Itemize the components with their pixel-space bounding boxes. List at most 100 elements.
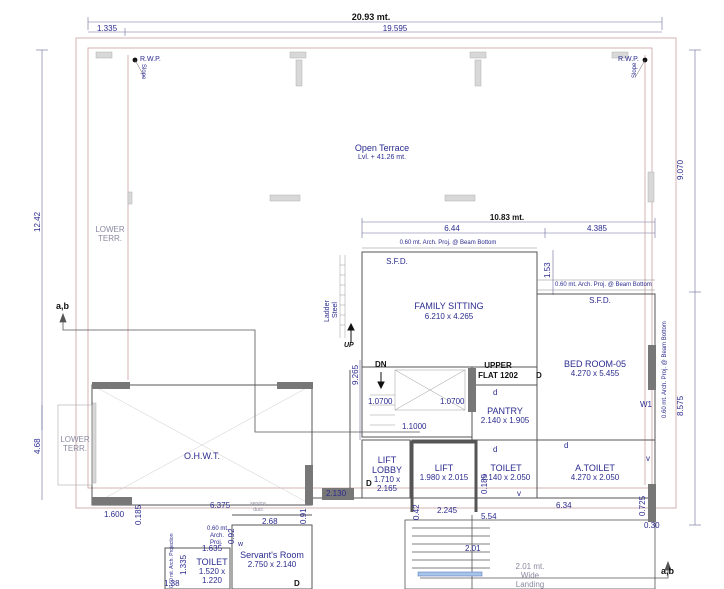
stair-dim-3: 1.1000: [402, 422, 427, 431]
dim-0185a: 0.185: [134, 504, 143, 525]
servant-room-label: Servant's Room: [240, 550, 304, 560]
dim-1600: 1.600: [104, 510, 125, 519]
toilet-label: TOILET: [490, 463, 522, 473]
window-w1-label: W1: [640, 400, 652, 409]
lift-lobby-label-1: LIFT: [377, 455, 397, 465]
dim-2130: 2.130: [326, 489, 347, 498]
door-d-3: D: [294, 579, 300, 588]
section-line: [59, 312, 672, 579]
left-height-dim: 12.42: [33, 211, 42, 232]
lower-terrace-label-1a: LOWER: [95, 225, 125, 234]
stair-dim-2: 1.0700: [440, 397, 465, 406]
ohwt-label: O.H.W.T.: [184, 451, 220, 461]
dim-1635: 1.635: [202, 544, 223, 553]
rwp-left-label: R.W.P.: [140, 56, 161, 63]
lower-terrace-label-2a: LOWER: [60, 435, 90, 444]
steel-label: Steel: [332, 302, 339, 318]
arch-small-1: 0.60 mt.: [207, 526, 229, 532]
stair-arrows: [347, 322, 385, 390]
upper-flat-label-1: UPPER: [484, 361, 512, 370]
dim-0185b: 0.185: [480, 473, 489, 494]
door-v-2: v: [517, 489, 521, 498]
lift-shaft-walls: [410, 440, 478, 512]
inner-width-dim: 19.595: [382, 24, 408, 33]
right-height-lower-dim: 8.575: [676, 395, 685, 416]
bedroom-label: BED ROOM-05: [563, 359, 627, 369]
servant-quarters: [164, 514, 313, 589]
open-terrace-label: Open Terrace: [354, 143, 410, 153]
arch-small-2: Arch.: [210, 533, 225, 539]
left-lower-dim: 4.68: [33, 438, 42, 454]
lower-terrace-box: [57, 404, 93, 486]
upper-flat-label-2: FLAT 1202: [478, 371, 518, 380]
door-v-1: v: [646, 454, 650, 463]
landing-label-3: Landing: [515, 580, 545, 589]
dn-label: DN: [375, 360, 387, 369]
dim-1335: 1.335: [179, 554, 188, 575]
door-w-label: w: [238, 541, 244, 548]
lower-stair-flight: [404, 515, 656, 589]
section-mark-ab-1: a,b: [56, 301, 70, 311]
upper-left-dim: 6.44: [444, 224, 460, 233]
door-d-small-1: d: [493, 388, 498, 397]
door-d-small-3: d: [564, 441, 569, 450]
pantry-label: PANTRY: [487, 406, 523, 416]
right-height-upper-dim: 9.070: [676, 159, 685, 180]
landing-label-1: 2.01 mt.: [515, 562, 545, 571]
arch-small-3: Proj.: [210, 540, 223, 546]
lift-lobby-size-1: 1.710 x: [373, 475, 401, 484]
dim-138: 1.38: [164, 579, 180, 588]
staircase: [339, 255, 466, 426]
family-sitting-size: 6.210 x 4.265: [424, 312, 474, 321]
dim-092: 0.92: [227, 528, 236, 544]
lift-label: LIFT: [434, 463, 454, 473]
sfd-label-2: S.F.D.: [589, 296, 611, 305]
pantry-size: 2.140 x 1.905: [480, 416, 530, 425]
family-sitting-label: FAMILY SITTING: [414, 301, 484, 311]
slope-right-label: Slope: [632, 62, 638, 78]
upper-block-dim: 10.83 mt.: [489, 213, 525, 222]
sfd-label-1: S.F.D.: [386, 257, 408, 266]
terrace-boundary: [75, 37, 677, 509]
stair-height-dim: 9.265: [351, 364, 360, 385]
atoilet-label: A.TOILET: [575, 463, 615, 473]
dim-634: 6.34: [556, 501, 572, 510]
servant-toilet-size-1: 1.520 x: [198, 567, 226, 576]
lift-lobby-size-2: 2.165: [376, 484, 398, 493]
up-label: UP: [344, 342, 354, 349]
arch-proj-label-1: 0.60 mt. Arch. Proj. @ Beam Bottom: [399, 240, 497, 246]
service-duct-label-2: duct: [253, 507, 263, 513]
slope-left-label: Slope: [140, 64, 146, 80]
rwp-markers: [132, 57, 648, 77]
lower-terrace-label-1b: TERR.: [98, 234, 122, 243]
dim-201: 2.01: [465, 544, 481, 553]
servant-room-size: 2.750 x 2.140: [247, 560, 297, 569]
sfd-gap-dim: 1.53: [543, 262, 552, 278]
lift-lobby-label-2: LOBBY: [371, 465, 403, 475]
dim-042: 0.42: [412, 504, 421, 520]
service-duct-label-1: service: [250, 501, 266, 507]
landing-label-2: Wide: [520, 571, 540, 580]
beam-markers: [91, 51, 655, 484]
columns: [322, 345, 656, 522]
dim-6375: 6.375: [210, 501, 231, 510]
atoilet-size: 4.270 x 2.050: [570, 473, 620, 482]
ohwt-tank: [91, 382, 313, 506]
dim-030: 0.30: [644, 521, 660, 530]
servant-toilet-size-2: 1.220: [201, 576, 223, 585]
dim-268: 2.68: [262, 517, 278, 526]
rwp-right-label: R.W.P.: [618, 56, 639, 63]
section-mark-ab-2: a,b: [661, 566, 675, 576]
terrace-level-label: Lvl. + 41.26 mt.: [357, 154, 407, 161]
dim-554: 5.54: [481, 512, 497, 521]
door-d-small-2: d: [493, 445, 498, 454]
dimension-lines: [36, 17, 701, 526]
dim-0725: 0.725: [638, 495, 647, 516]
stair-dim-1: 1.0700: [368, 397, 393, 406]
door-d-1: D: [536, 371, 542, 380]
lower-terrace-label-2b: TERR.: [63, 444, 87, 453]
door-d-2: D: [366, 479, 372, 488]
dim-091: 0.91: [299, 508, 308, 524]
arch-proj-label-2: 0.60 mt. Arch. Proj. @ Beam Bottom: [555, 282, 652, 288]
ladder-label: Ladder: [324, 300, 331, 322]
